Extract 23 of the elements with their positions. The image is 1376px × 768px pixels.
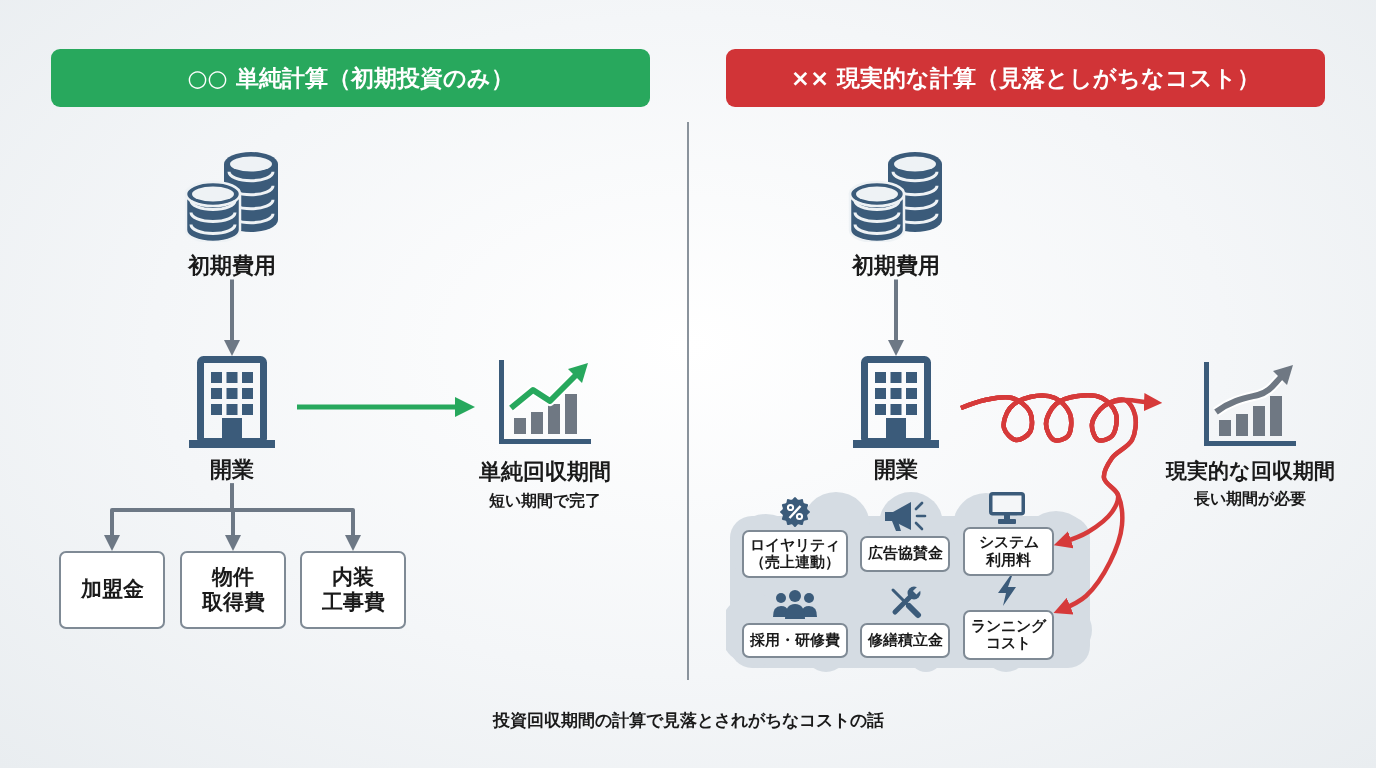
cost-box: ロイヤリティ（売上連動） [742,530,848,578]
arrow [888,279,904,356]
stage-note: 長い期間が必要 [1194,488,1306,510]
cost-box: 加盟金 [59,551,165,629]
stage-label: 現実的な回収期間 [1165,458,1335,485]
section-banner: ×× 現実的な計算（見落としがちなコスト） [726,49,1325,107]
cost-box: 内装工事費 [300,551,406,629]
caption-text: 投資回収期間の計算で見落とされがちなコストの話 [492,710,884,730]
section-banner: ○○ 単純計算（初期投資のみ） [51,49,650,107]
cost-box: 修繕積立金 [860,623,950,658]
stage-note: 短い期間で完了 [489,489,601,512]
arrow [297,397,475,417]
stage-label: 単純回収期間 [479,458,611,486]
cost-box: ランニングコスト [963,610,1054,660]
stage-label: 開業 [210,456,254,484]
arrow [224,279,240,356]
stage-label: 開業 [874,456,918,484]
stage-label: 初期費用 [852,252,940,280]
cost-box: 広告協賛金 [860,536,950,572]
tangled-arrow [960,393,1138,615]
cost-box: 物件取得費 [180,551,286,629]
stage-label: 初期費用 [188,252,276,280]
arrow [230,483,361,551]
